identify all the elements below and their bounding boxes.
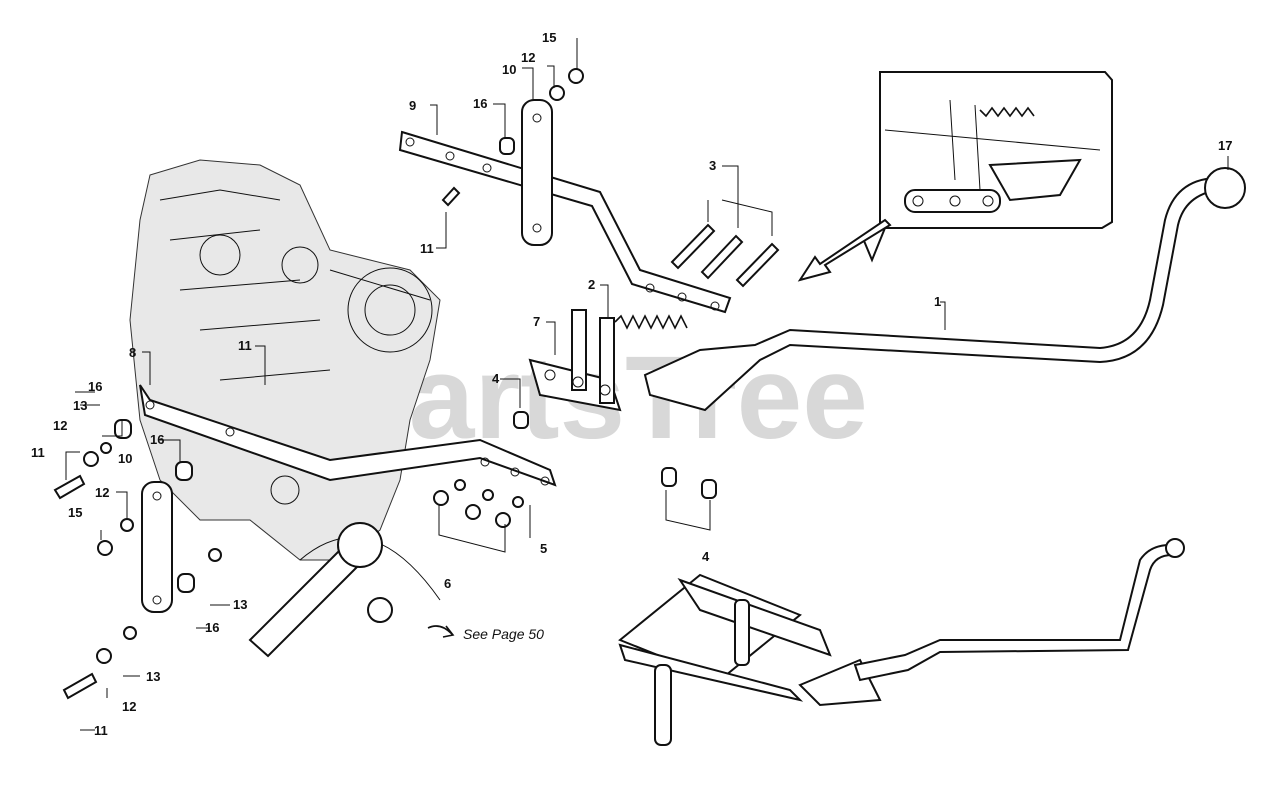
part-9-bar [398, 130, 732, 314]
leader-lines [65, 38, 1229, 731]
callout-12-mid: 12 [95, 485, 109, 500]
callout-15-upper: 15 [542, 30, 556, 45]
callout-8: 8 [129, 345, 136, 360]
callout-11-upper: 11 [420, 241, 434, 256]
callout-11-left: 11 [31, 445, 45, 460]
callout-12-left: 12 [53, 418, 67, 433]
callout-7: 7 [533, 314, 540, 329]
see-page-arrow-icon [427, 625, 455, 638]
callout-2: 2 [588, 277, 595, 292]
callout-11-mid: 11 [238, 338, 252, 353]
callout-12-upper: 12 [521, 50, 535, 65]
callout-16-upper: 16 [473, 96, 487, 111]
callout-6: 6 [444, 576, 451, 591]
callout-10-upper: 10 [502, 62, 516, 77]
part-17-knob [1204, 167, 1246, 209]
callout-13-left: 13 [73, 398, 87, 413]
callout-16-left: 16 [88, 379, 102, 394]
part-10-link-lower [141, 481, 173, 613]
callout-13-bottom: 13 [146, 669, 160, 684]
part-10-link-upper [521, 99, 553, 246]
callout-10-lower: 10 [118, 451, 132, 466]
callout-16-mid: 16 [150, 432, 164, 447]
callout-3: 3 [709, 158, 716, 173]
part-8-bar [139, 384, 557, 487]
callout-15-left: 15 [68, 505, 82, 520]
hardware-small-parts [53, 68, 717, 700]
part-2-spring [614, 314, 688, 330]
callout-11-bottom: 11 [94, 723, 108, 738]
see-page-note: See Page 50 [463, 626, 544, 642]
callout-1: 1 [934, 294, 941, 309]
inset-arrow [797, 218, 892, 282]
callout-13-mid: 13 [233, 597, 247, 612]
callouts: 1 2 3 4 4 5 6 7 8 9 10 10 11 11 11 11 12… [31, 30, 1232, 738]
callout-17: 17 [1218, 138, 1232, 153]
callout-4-lower: 4 [702, 549, 710, 564]
callout-16-bottom: 16 [205, 620, 219, 635]
callout-5: 5 [540, 541, 547, 556]
inset-detail [860, 71, 1113, 263]
callout-4-upper: 4 [492, 371, 500, 386]
callout-9: 9 [409, 98, 416, 113]
callout-12-bottom: 12 [122, 699, 136, 714]
assembled-view [618, 538, 1185, 746]
part-3-bolts [670, 223, 780, 288]
